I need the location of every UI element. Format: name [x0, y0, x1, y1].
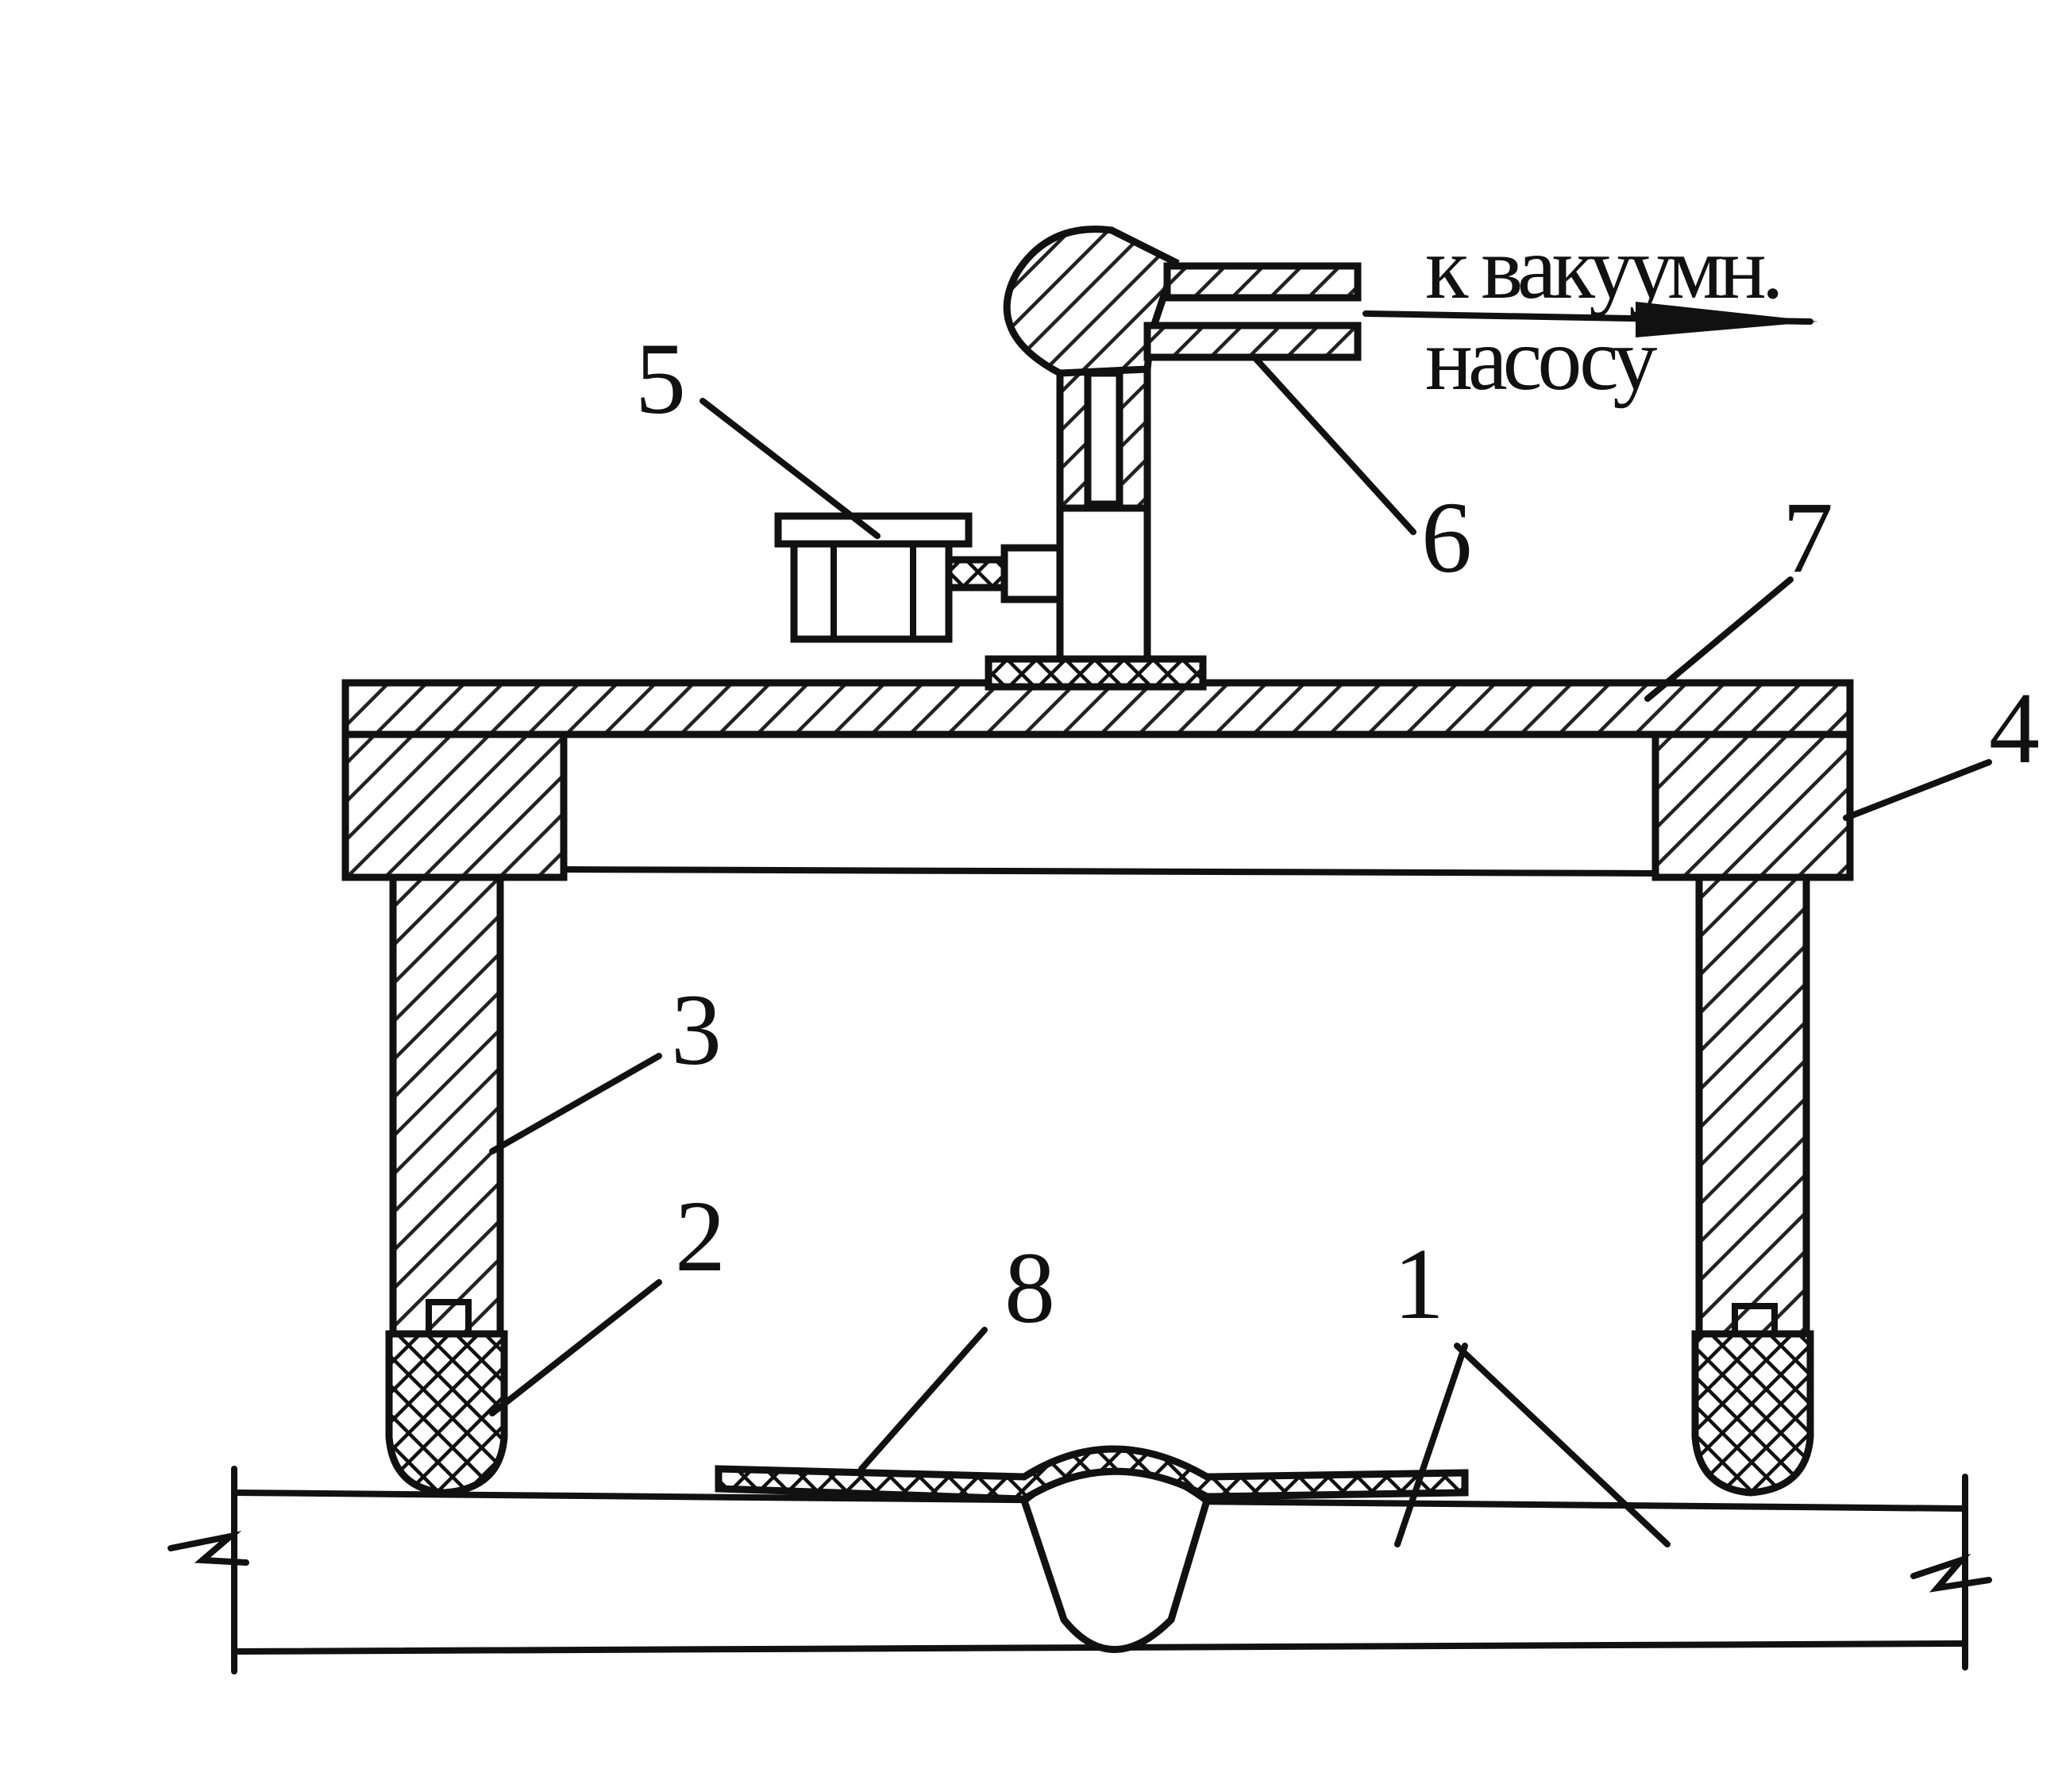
pipe-bore: [1084, 369, 1123, 508]
note-line-2: насосу: [1425, 310, 1657, 409]
leader-7: [1644, 576, 1794, 702]
label-6: 6: [1421, 481, 1472, 594]
label-5: 5: [635, 322, 686, 435]
valve-body: [1056, 504, 1151, 663]
leader-1: [1394, 1343, 1468, 1547]
arrow-to-pump: [1362, 302, 1818, 337]
label-2: 2: [675, 1180, 726, 1293]
pipe-elbow: [1003, 225, 1180, 377]
leader-8: [858, 1327, 988, 1472]
label-3: 3: [671, 973, 722, 1086]
valve-base: [985, 655, 1207, 691]
leader-4: [1843, 759, 1992, 821]
left-seal: [385, 1330, 508, 1497]
outlet-pipe-bottom: [1143, 322, 1362, 361]
cover-plate: [341, 679, 1854, 738]
left-wall: [389, 798, 504, 1346]
label-7: 7: [1782, 481, 1833, 594]
right-wall: [1695, 822, 1810, 1346]
vacuum-gauge: [774, 512, 1064, 643]
note-line-1: к вакуумн.: [1425, 219, 1779, 318]
right-seal-clip: [1732, 1303, 1778, 1337]
label-1: 1: [1393, 1227, 1444, 1340]
left-seal-clip: [426, 1299, 472, 1337]
right-frame-block: [1651, 730, 1854, 881]
leader-5: [699, 398, 881, 539]
frame-bottom-edge: [561, 866, 1659, 877]
leader-1b: [1454, 1343, 1671, 1547]
sealing-strip: [715, 1445, 1469, 1503]
weld-seam: [1019, 1461, 1212, 1653]
label-4: 4: [1989, 672, 2040, 784]
leader-3: [489, 1053, 662, 1154]
leader-6: [1251, 354, 1416, 535]
outlet-pipe-top: [1163, 262, 1362, 302]
right-seal: [1691, 1330, 1814, 1497]
left-frame-block: [341, 730, 568, 881]
leader-2: [489, 1279, 662, 1416]
label-8: 8: [1004, 1231, 1055, 1344]
